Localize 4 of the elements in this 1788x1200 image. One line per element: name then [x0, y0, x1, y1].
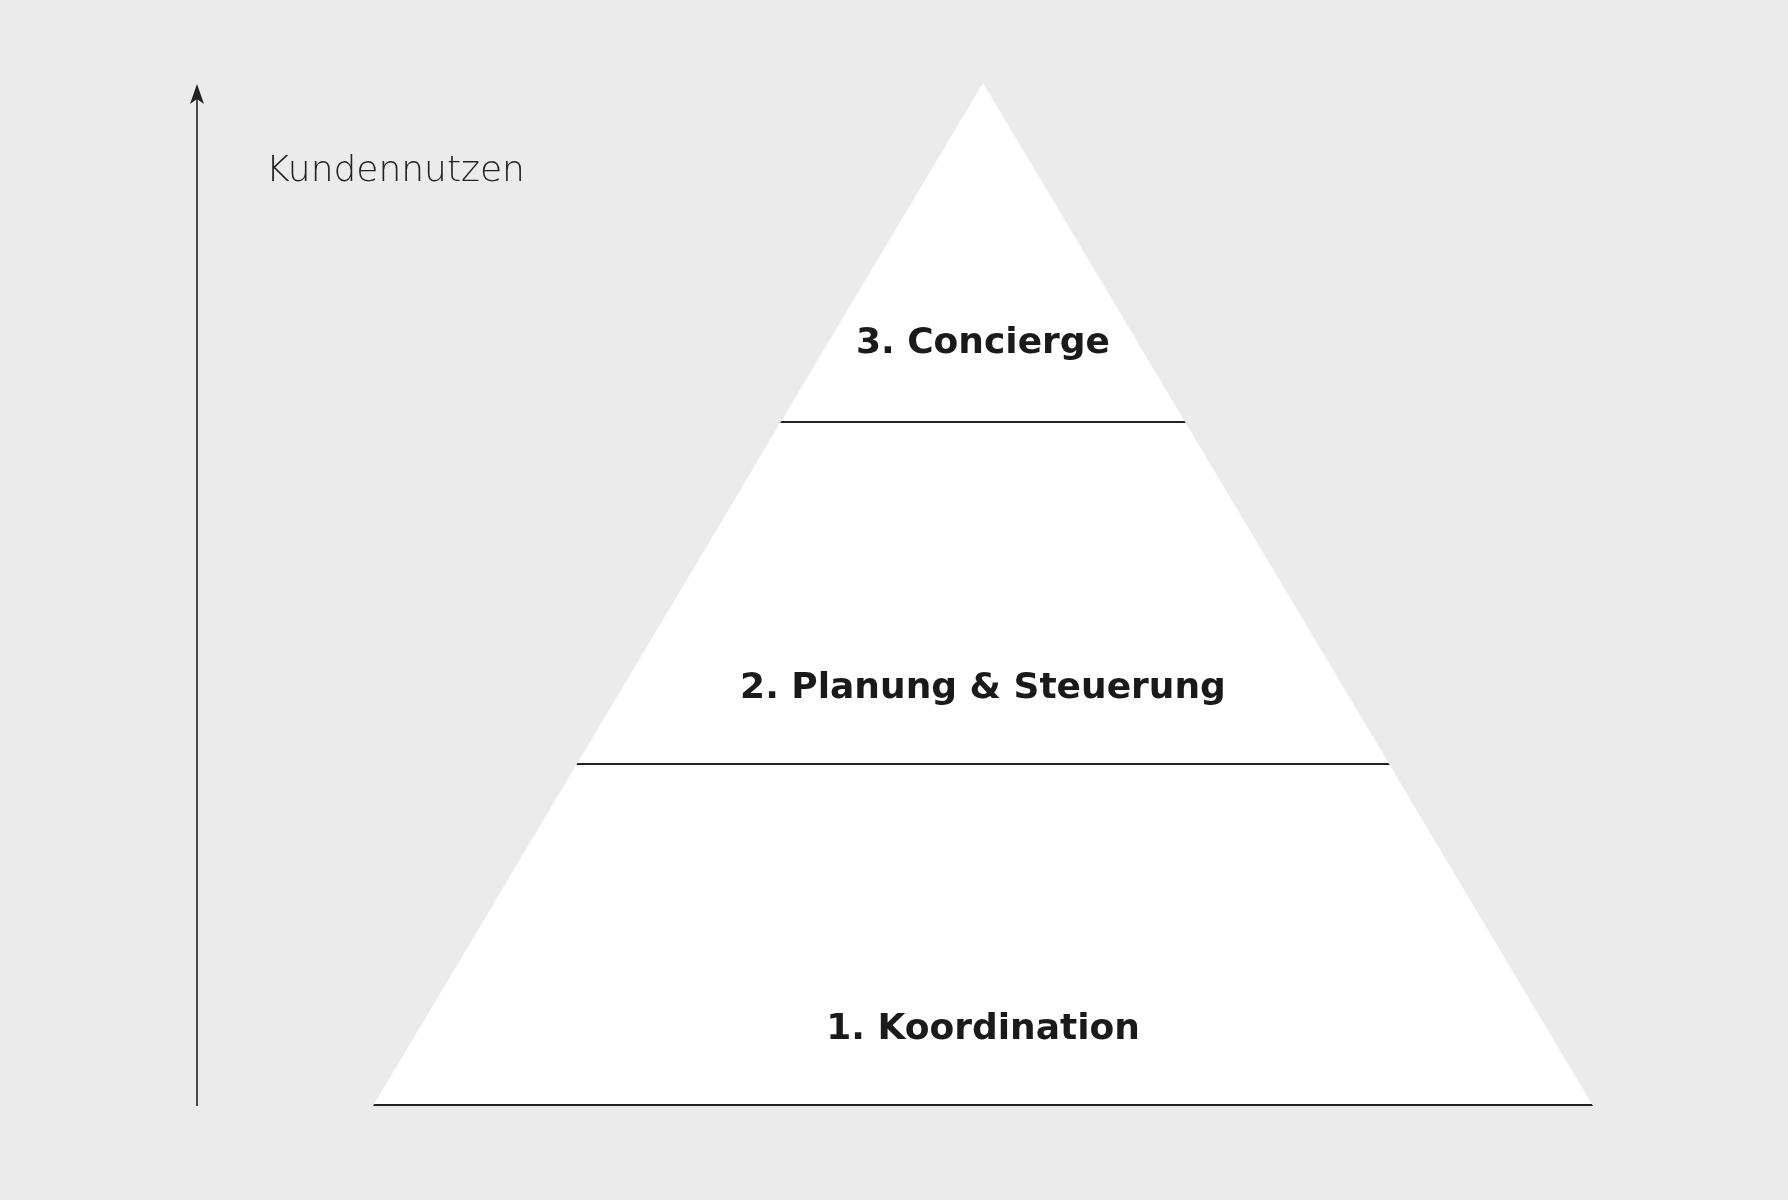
tier-label: 1. Koordination	[825, 1005, 1141, 1047]
axis-label: Kundennutzen	[266, 148, 525, 189]
tier-label: 3. Concierge	[854, 319, 1111, 361]
tier-label: 2. Planung & Steuerung	[739, 664, 1227, 706]
